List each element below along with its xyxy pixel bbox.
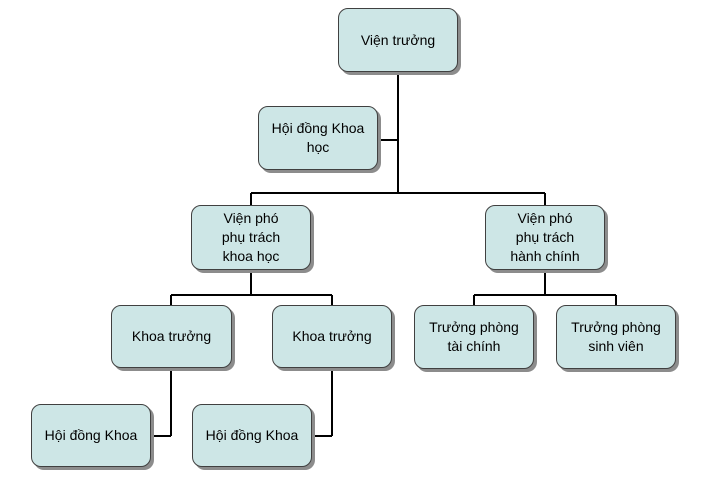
node-faculty-council-1-label: Hội đồng Khoa (44, 427, 138, 443)
node-dean-1: Khoa trưởng (111, 305, 232, 368)
node-director-label: Viện trưởng (360, 31, 436, 48)
node-dean-1-label: Khoa trưởng (131, 328, 212, 344)
node-faculty-council-2-label: Hội đồng Khoa (205, 427, 299, 443)
node-science-council: Hội đồng Khoa học (258, 106, 378, 170)
node-head-finance: Trưởng phòng tài chính (414, 305, 534, 369)
node-vice-director-science: Viện phó phụ trách khoa học (191, 205, 311, 270)
node-faculty-council-2: Hội đồng Khoa (192, 404, 312, 467)
node-science-council-label: Hội đồng Khoa học (271, 120, 365, 155)
node-director: Viện trưởng (338, 8, 458, 72)
node-vice-director-admin-label: Viện phó phụ trách hành chính (510, 210, 580, 264)
node-dean-2-label: Khoa trưởng (292, 328, 372, 344)
node-vice-director-admin: Viện phó phụ trách hành chính (485, 205, 605, 270)
node-dean-2: Khoa trưởng (272, 305, 392, 368)
node-faculty-council-1: Hội đồng Khoa (31, 404, 151, 467)
node-head-finance-label: Trưởng phòng tài chính (429, 319, 519, 354)
node-vice-director-science-label: Viện phó phụ trách khoa học (221, 210, 281, 264)
node-head-students: Trưởng phòng sinh viên (556, 305, 676, 369)
node-head-students-label: Trưởng phòng sinh viên (571, 319, 661, 354)
